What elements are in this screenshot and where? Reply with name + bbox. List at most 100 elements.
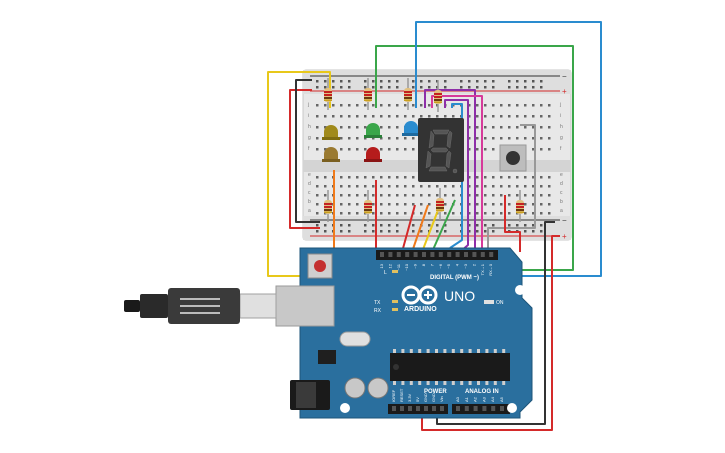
arduino-wordmark: ARDUINO: [404, 306, 437, 313]
resistor: [324, 190, 332, 222]
microcontroller-chip: [390, 353, 510, 381]
analog-pin-label: A1: [464, 396, 469, 402]
resistors: [324, 78, 524, 222]
led-l-label: L: [384, 270, 387, 276]
wire-green-seg: [431, 199, 456, 253]
row-letter: a: [308, 208, 311, 214]
resistor: [516, 190, 524, 222]
row-letter: d: [560, 181, 563, 187]
row-letter: i: [560, 113, 561, 119]
analog-label: ANALOG IN: [465, 389, 499, 395]
resistor: [364, 190, 372, 222]
wire-purple-2: [444, 99, 469, 253]
row-letter: f: [560, 146, 562, 152]
led-green: [364, 123, 382, 138]
row-letter: f: [308, 146, 310, 152]
digital-pin-label: 8: [421, 263, 426, 266]
rail-plus-top: +: [562, 87, 567, 96]
usb-connector: [124, 285, 335, 327]
header-pins: [380, 252, 504, 411]
row-letter: b: [560, 199, 563, 205]
row-letter: a: [560, 208, 563, 214]
digital-pin-label: ~11: [396, 263, 401, 270]
wire-yellow-seg: [421, 204, 441, 253]
row-letter: j: [307, 102, 309, 108]
power-pin-label: RESET: [399, 388, 404, 402]
resistor: [404, 78, 412, 110]
capacitor-1: [344, 377, 366, 399]
digital-pin-label: ~10: [404, 263, 409, 271]
row-letter: h: [308, 124, 311, 130]
analog-pin-label: A2: [473, 396, 478, 402]
row-letter: d: [308, 181, 311, 187]
digital-pin-label: ~3: [463, 263, 468, 268]
wire-red-seg-a: [401, 204, 416, 253]
led-olive-1: [322, 125, 340, 140]
digital-pin-label: 13: [379, 263, 384, 268]
tx-label: TX: [374, 300, 381, 306]
resistor: [436, 188, 444, 220]
on-label: ON: [496, 300, 504, 306]
analog-pin-label: A0: [455, 396, 460, 402]
wire-gray: [487, 124, 536, 252]
power-pin-label: GND: [431, 393, 436, 402]
wire-pink-1: [431, 95, 483, 250]
arduino-logo: [401, 285, 438, 305]
wire-blue-short: [449, 103, 463, 249]
digital-pin-label: 7: [429, 263, 434, 266]
row-letter: i: [308, 113, 309, 119]
analog-pin-label: A4: [490, 396, 495, 402]
rail-minus-bottom: −: [562, 216, 567, 225]
analog-header: [452, 404, 510, 414]
row-letter: c: [308, 190, 311, 196]
digital-pin-label: RX←0: [488, 263, 493, 276]
digital-header: [376, 250, 498, 260]
power-pin-label: GND: [423, 393, 428, 402]
row-letter: j: [559, 102, 561, 108]
row-letter: c: [560, 190, 563, 196]
power-pin-label: Vin: [439, 396, 444, 402]
row-letter: b: [308, 199, 311, 205]
capacitor-2: [367, 377, 389, 399]
wire-orange-seg: [411, 204, 429, 253]
digital-pin-label: 4: [455, 263, 460, 266]
resistor: [324, 78, 332, 110]
wire-red-left: [289, 89, 320, 229]
arduino-uno-board: ARDUINO UNO DIGITAL (PWM ~) POWER ANALOG…: [124, 247, 533, 419]
rx-label: RX: [374, 308, 382, 314]
crystal: [339, 331, 371, 347]
reset-button[interactable]: [307, 253, 333, 279]
row-letter: h: [560, 124, 563, 130]
row-letter: g: [560, 135, 563, 141]
wire-red-right: [504, 195, 521, 252]
rail-plus-bottom: +: [562, 232, 567, 241]
wire-black-left: [295, 79, 320, 223]
digital-pin-label: TX→1: [480, 263, 485, 275]
wire-red-5v: [421, 235, 560, 431]
analog-pin-label: A3: [481, 396, 486, 402]
resistor: [364, 78, 372, 110]
leds: [322, 121, 420, 162]
digital-pin-label: ~6: [438, 263, 443, 268]
digital-label: DIGITAL (PWM ~): [430, 275, 479, 281]
rail-minus-top: −: [562, 72, 567, 81]
power-label: POWER: [424, 389, 447, 395]
resistor: [434, 80, 442, 112]
digital-pin-label: ~9: [413, 263, 418, 268]
power-pin-label: 3.3V: [407, 393, 412, 402]
led-blue: [402, 121, 420, 136]
row-letter: g: [308, 135, 311, 141]
power-pin-label: 5V: [415, 397, 420, 402]
wire-black-gnd: [436, 221, 555, 425]
seven-segment-display: [418, 118, 464, 182]
push-button[interactable]: [499, 144, 527, 172]
power-pin-label: IOREF: [391, 389, 396, 402]
digital-pin-label: ~5: [446, 263, 451, 268]
digital-pin-label: 12: [387, 263, 392, 268]
board-model: UNO: [444, 288, 475, 304]
row-letter: e: [560, 172, 563, 178]
led-olive-2: [322, 147, 340, 162]
